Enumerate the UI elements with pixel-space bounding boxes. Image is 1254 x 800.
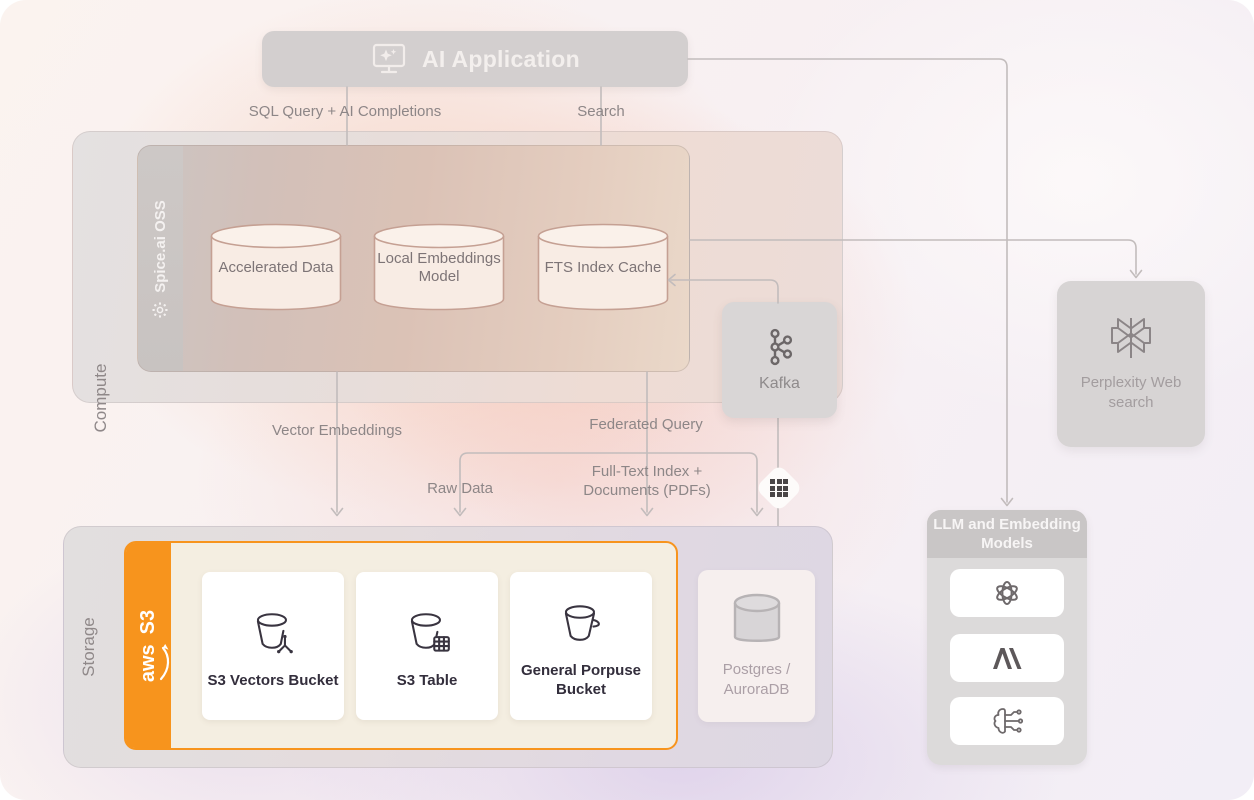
aws-s3-strip: aws S3 (126, 543, 171, 748)
postgres-auroradb-box: Postgres / AuroraDB (698, 570, 815, 722)
s3-vectors-bucket-card: S3 Vectors Bucket (202, 572, 344, 720)
spice-ai-oss-label: Spice.ai OSS (151, 200, 169, 293)
general-purpose-bucket-card: General Porpuse Bucket (510, 572, 652, 720)
openai-logo-icon (992, 578, 1022, 608)
cylinder-icon (373, 223, 505, 311)
vector-embeddings-edge-label: Vector Embeddings (271, 422, 403, 439)
anthropic-card (950, 634, 1064, 682)
database-cylinder-icon (726, 592, 788, 650)
postgres-auroradb-label: Postgres / AuroraDB (722, 661, 791, 698)
spice-gear-icon (152, 302, 168, 318)
openai-card (950, 569, 1064, 617)
anthropic-logo-icon (992, 647, 1022, 669)
aws-brand-label: aws (137, 644, 169, 682)
spice-ai-oss-strip: Spice.ai OSS (138, 146, 183, 371)
accelerated-data-label: Accelerated Data (218, 259, 334, 276)
llm-embedding-models-panel: LLM and Embedding Models (927, 510, 1087, 765)
general-purpose-bucket-icon (554, 597, 608, 651)
storage-section-label: Storage (79, 617, 98, 677)
cylinder-icon (210, 223, 342, 311)
s3-vectors-bucket-icon (246, 607, 300, 661)
fts-index-cache-store: FTS Index Cache (537, 223, 669, 315)
accelerated-data-store: Accelerated Data (210, 223, 342, 315)
fts-index-cache-label: FTS Index Cache (544, 259, 662, 276)
ml-model-card (950, 697, 1064, 745)
kafka-box: Kafka (722, 302, 837, 418)
kafka-icon (765, 327, 795, 367)
llm-panel-title: LLM and Embedding Models (933, 516, 1081, 552)
s3-table-card: S3 Table (356, 572, 498, 720)
ai-application-label: AI Application (422, 45, 580, 72)
aws-s3-product-label: S3 (136, 609, 159, 635)
raw-data-edge-label: Raw Data (427, 480, 493, 497)
local-embeddings-model-label: Local Embeddings Model (377, 250, 501, 285)
s3-table-icon (400, 607, 454, 661)
federated-query-edge-label: Federated Query (589, 416, 703, 433)
s3-vectors-bucket-label: S3 Vectors Bucket (207, 671, 339, 689)
data-grid-node-icon (754, 463, 804, 513)
amazon-smile-icon (159, 644, 169, 681)
spice-ai-oss-box: Spice.ai OSS Accelerated Data Local Embe… (137, 145, 690, 372)
general-purpose-bucket-label: General Porpuse Bucket (520, 662, 642, 698)
sql-query-edge-label: SQL Query + AI Completions (248, 103, 442, 120)
local-embeddings-model-store: Local Embeddings Model (373, 223, 505, 315)
aws-s3-box: aws S3 S (124, 541, 678, 750)
perplexity-box: Perplexity Web search (1057, 281, 1205, 447)
kafka-label: Kafka (759, 375, 800, 392)
perplexity-logo-icon (1108, 315, 1154, 361)
s3-table-label: S3 Table (396, 671, 458, 689)
ai-brain-circuit-icon (990, 706, 1024, 736)
perplexity-label: Perplexity Web search (1080, 374, 1182, 411)
ai-application-box: AI Application (262, 31, 688, 87)
cylinder-icon (537, 223, 669, 311)
llm-panel-header: LLM and Embedding Models (927, 510, 1087, 558)
full-text-index-edge-label: Full-Text Index + Documents (PDFs) (583, 463, 711, 499)
search-edge-label: Search (577, 103, 625, 120)
compute-section-label: Compute (91, 363, 110, 433)
monitor-sparkle-icon (370, 42, 408, 76)
